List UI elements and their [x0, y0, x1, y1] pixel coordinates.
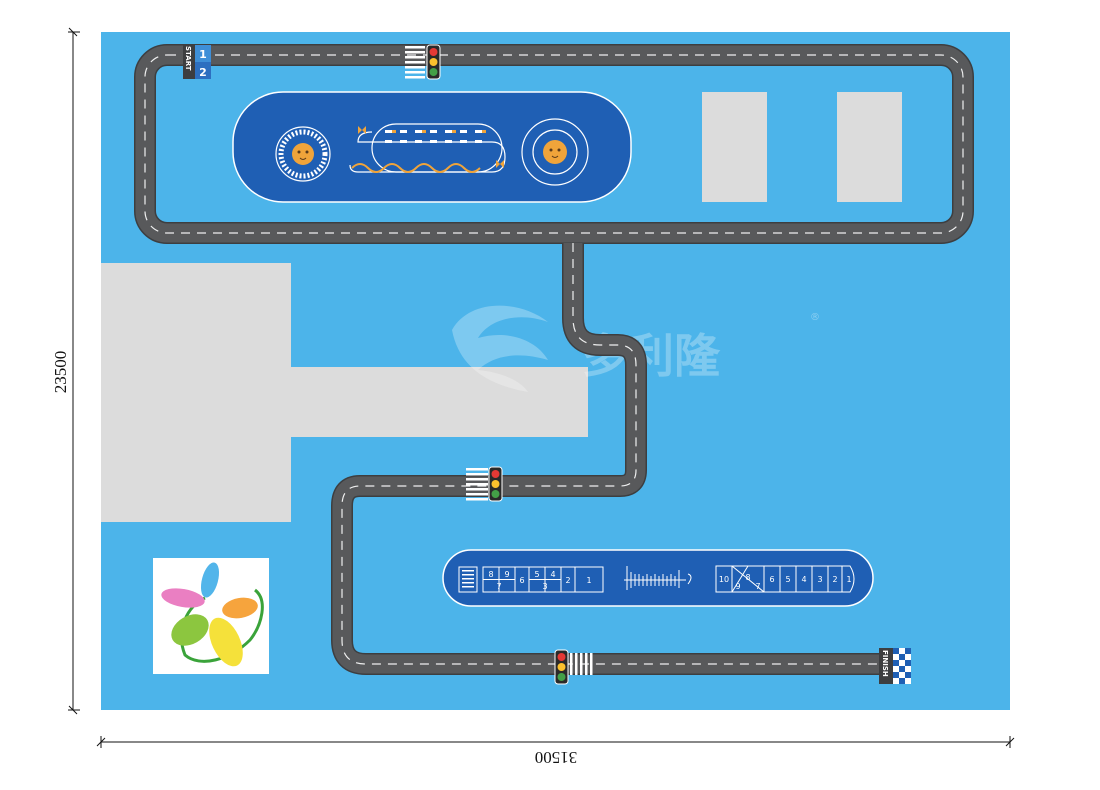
flower-logo	[153, 558, 269, 674]
watermark-logo-icon	[452, 305, 548, 392]
traffic-light-icon	[426, 44, 441, 80]
lane-1-box	[195, 45, 211, 62]
lion-face-icon	[292, 143, 314, 165]
lion-circle-left	[275, 126, 331, 182]
hopscotch-cell: 10	[719, 575, 729, 584]
finish-label: FINISH	[881, 650, 889, 677]
crosswalk-middle	[466, 468, 488, 501]
butterfly-icon	[358, 126, 366, 134]
hopscotch-cell: 6	[519, 576, 524, 585]
lane-number-1: 1	[199, 48, 207, 61]
hopscotch-cell: 6	[769, 575, 774, 584]
crosswalk-bottom	[570, 653, 593, 675]
hopscotch-cell: 9	[504, 570, 509, 579]
hopscotch-cell: 2	[832, 575, 837, 584]
butterfly-icon	[496, 160, 504, 168]
hopscotch-cell: 4	[801, 575, 806, 584]
checkered-flag-icon	[893, 648, 911, 684]
lion-circle-right	[521, 118, 589, 186]
hopscotch-cell: 8	[488, 570, 493, 579]
lion-face-icon	[543, 140, 567, 164]
hopscotch-cell: 7	[496, 582, 501, 591]
hopscotch-cell: 3	[542, 582, 547, 591]
hopscotch-cell: 5	[534, 570, 539, 579]
watermark-registered-mark: ®	[810, 312, 820, 323]
traffic-light-icon	[488, 466, 503, 502]
petal-blue-icon	[200, 562, 220, 598]
hopscotch-cell: 3	[817, 575, 822, 584]
serpentine-road	[331, 243, 900, 675]
width-dimension-label: 31500	[535, 748, 578, 767]
hopscotch-cell: 8	[745, 573, 750, 582]
top-loop-road	[134, 44, 974, 244]
height-dimension-label: 23500	[51, 351, 70, 394]
hopscotch-cell: 1	[846, 575, 851, 584]
grey-slab-left	[702, 92, 767, 202]
dimension-width	[96, 736, 1015, 748]
lane-2-box	[195, 62, 211, 79]
top-activity-pad	[232, 91, 632, 203]
start-label: START	[184, 46, 192, 71]
building-slab	[101, 263, 588, 522]
hopscotch-cell: 9	[735, 582, 740, 591]
lane-number-2: 2	[199, 66, 207, 79]
bottom-activity-pad: 8 9 7 6 5 4 3 2 1	[442, 549, 874, 607]
traffic-light-icon	[554, 649, 569, 685]
hopscotch-cell: 2	[565, 576, 570, 585]
finish-line: FINISH	[879, 648, 911, 684]
start-line: 1 2 START	[183, 45, 211, 79]
hopscotch-cell: 4	[550, 570, 555, 579]
crosswalk-top	[405, 46, 425, 79]
petal-pink-icon	[161, 588, 205, 608]
petal-yellow-icon	[209, 617, 243, 667]
hopscotch-cell: 5	[785, 575, 790, 584]
hopscotch-left: 8 9 7 6 5 4 3 2 1	[458, 566, 604, 593]
petal-green-icon	[171, 614, 209, 646]
petal-orange-icon	[222, 597, 258, 619]
grey-slab-right	[837, 92, 902, 202]
jump-bars-graphic	[624, 566, 692, 590]
balance-path	[349, 123, 506, 173]
hopscotch-cell: 1	[586, 576, 591, 585]
hopscotch-cell: 7	[755, 582, 760, 591]
dimension-height	[68, 27, 80, 715]
hopscotch-right: 10 9 8 7 6 5 4 3 2 1	[715, 565, 855, 593]
